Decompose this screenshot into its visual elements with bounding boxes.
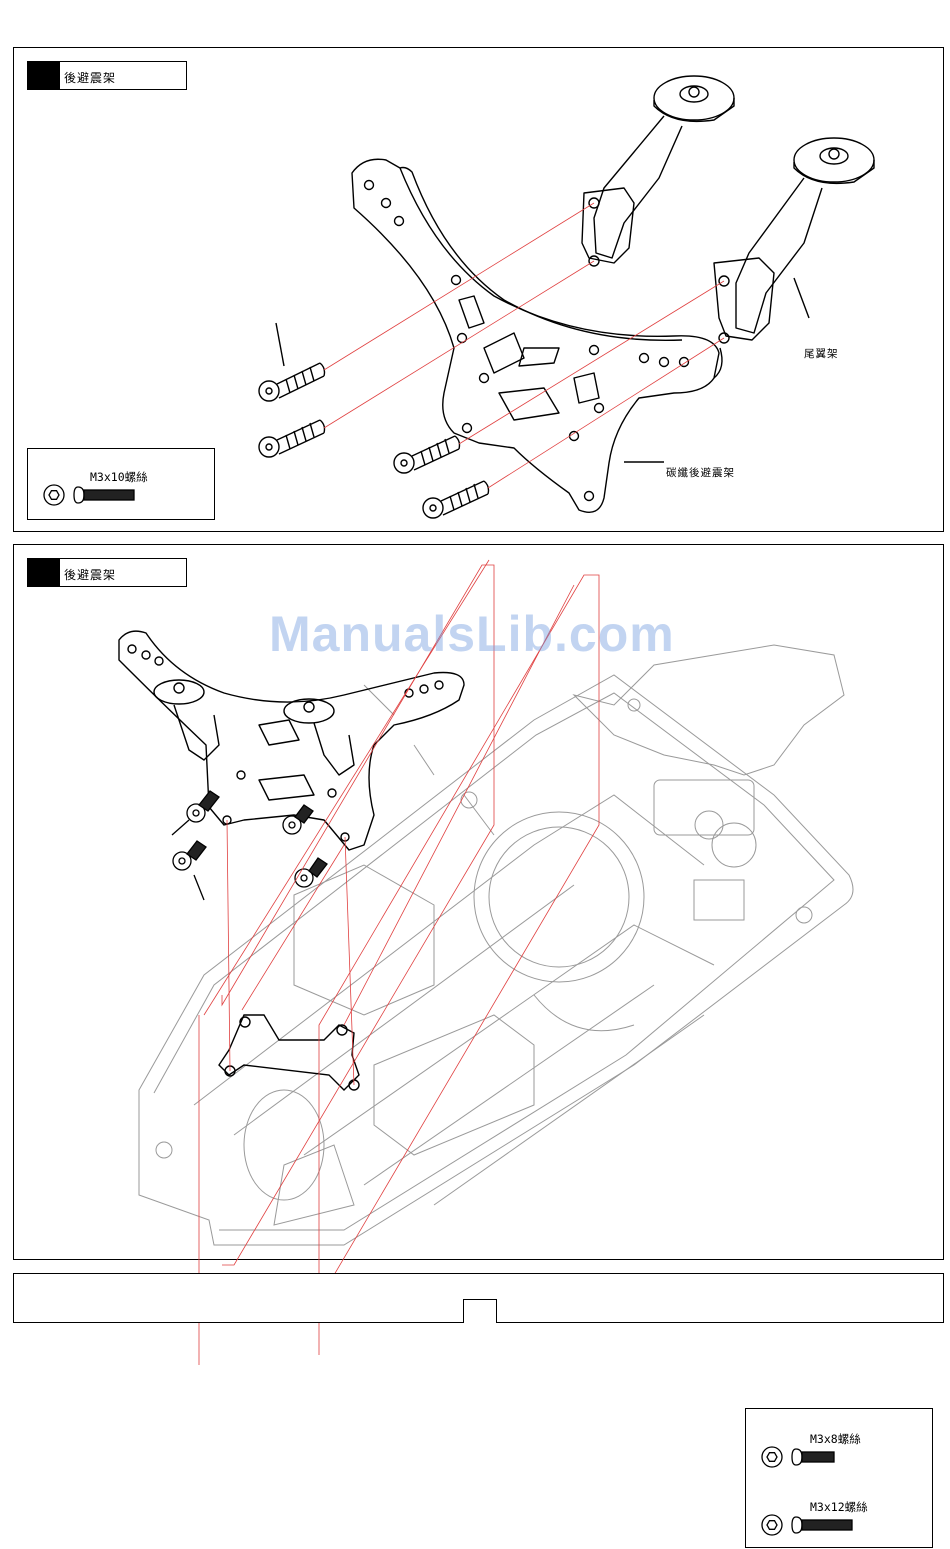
screw-a1 bbox=[187, 791, 219, 822]
hardware-box: M3x10螺絲 bbox=[27, 448, 215, 520]
screw-2 bbox=[259, 420, 325, 457]
screw-hardware-icon bbox=[28, 449, 216, 521]
screw-3 bbox=[394, 436, 460, 473]
bottom-step-panel: 後避震架 bbox=[13, 544, 944, 1260]
screw-b1 bbox=[173, 841, 206, 870]
top-step-panel: 後避震架 bbox=[13, 47, 944, 532]
screw-4 bbox=[423, 481, 489, 518]
wing-mount-callout: 尾翼架 bbox=[804, 346, 839, 361]
watermark: ManualsLib.com bbox=[269, 605, 675, 663]
page-number-tab bbox=[463, 1299, 497, 1323]
carbon-shock-tower-callout: 碳纖後避震架 bbox=[666, 465, 735, 480]
shock-tower-plate bbox=[352, 159, 719, 512]
hardware-box: M3x8螺絲 M3x12螺絲 bbox=[745, 1408, 933, 1548]
screw-b-label: M3x12螺絲 bbox=[810, 1499, 868, 1515]
screw-a-label: M3x8螺絲 bbox=[810, 1431, 861, 1447]
screw-1 bbox=[259, 363, 325, 401]
screw-hardware-icons bbox=[746, 1409, 934, 1549]
screw-label: M3x10螺絲 bbox=[90, 469, 148, 485]
screw-a2 bbox=[283, 805, 313, 834]
